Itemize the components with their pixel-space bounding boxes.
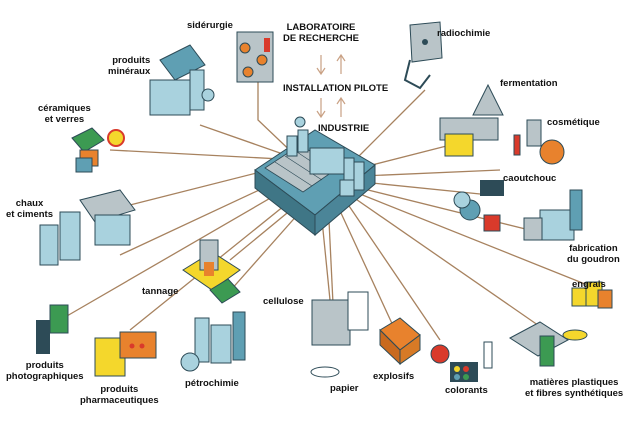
label-radiochimie: radiochimie [437,28,491,39]
label-tannage: tannage [142,286,179,297]
process-arrows [316,53,346,119]
label-cellulose: cellulose [263,296,304,307]
siderurgie-icon [236,31,274,83]
label-explosifs: explosifs [373,371,415,382]
label-goudron-line1: fabrication [569,243,618,254]
connector-lines [59,72,601,346]
colorants-icon [430,341,493,382]
label-produits-mineraux-line2: minéraux [108,66,151,77]
label-colorants: colorants [445,385,488,396]
label-engrais: engrais [572,279,606,290]
photographiques-icon [36,304,69,354]
plastiques-icon [509,321,588,367]
label-ceramiques-line2: et verres [44,114,85,125]
label-plastiques-line2: et fibres synthétiques [525,388,624,399]
engrais-icon [571,281,613,309]
center-lab-line1: LABORATOIRE [286,22,356,33]
goudron-icon [523,189,583,241]
pharmaceutiques-icon [94,331,157,377]
label-chaux: chaux et ciments [6,198,53,220]
label-petrochimie: pétrochimie [185,378,239,389]
ceramiques-icon [71,127,125,173]
explosifs-icon [379,317,421,366]
label-produits-mineraux: produits minéraux [108,55,150,77]
label-pharmaceutiques-line1: produits [100,384,139,395]
cellulose-papier-icon [310,291,369,378]
produits-mineraux-icon [149,44,215,116]
center-lab-label: LABORATOIRE DE RECHERCHE [283,22,359,44]
center-pilot-label: INSTALLATION PILOTE [283,83,389,94]
caoutchouc-icon [453,180,504,232]
label-produits-mineraux-line1: produits [112,55,151,66]
label-fermentation: fermentation [500,78,558,89]
center-industry-label: INDUSTRIE [318,123,370,134]
petrochimie-icon [180,311,246,372]
fermentation-icon [439,83,504,157]
central-factory [254,116,376,237]
label-chaux-line2: et ciments [6,209,53,220]
label-plastiques-line1: matières plastiques [529,377,619,388]
radiochimie-icon [403,21,443,90]
label-photographiques-line2: photographiques [6,371,84,382]
label-caoutchouc: caoutchouc [503,173,557,184]
label-goudron-line2: du goudron [567,254,620,265]
label-photographiques: produits photographiques [6,360,84,382]
cosmetique-icon [513,119,565,165]
label-pharmaceutiques: produits pharmaceutiques [80,384,159,406]
label-cosmetique: cosmétique [547,117,600,128]
label-plastiques: matières plastiques et fibres synthétiqu… [525,377,623,399]
center-lab-line2: DE RECHERCHE [283,33,360,44]
chaux-ciments-icon [39,189,136,266]
label-pharmaceutiques-line2: pharmaceutiques [80,395,159,406]
label-papier: papier [330,383,359,394]
label-ceramiques: céramiques et verres [38,103,91,125]
label-chaux-line1: chaux [15,198,44,209]
label-siderurgie: sidérurgie [187,20,233,31]
label-ceramiques-line1: céramiques [38,103,91,114]
label-goudron: fabrication du goudron [567,243,620,265]
label-photographiques-line1: produits [25,360,64,371]
tannage-icon [182,239,241,304]
